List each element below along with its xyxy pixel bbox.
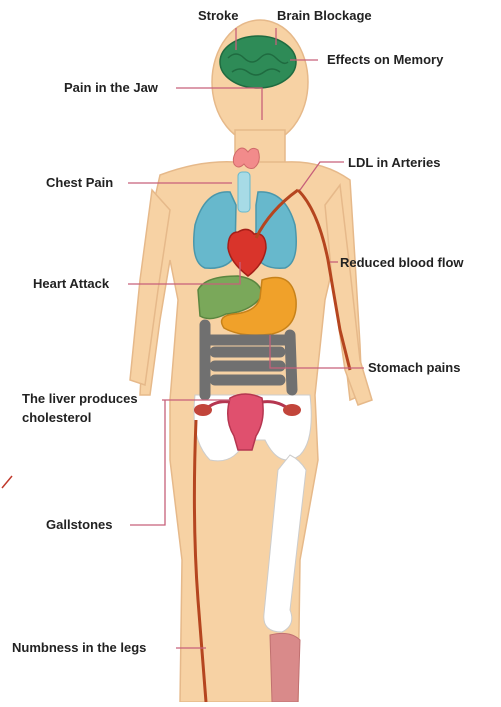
label-effects-on-memory: Effects on Memory [327,52,443,68]
label-stroke: Stroke [198,8,238,24]
label-pain-in-jaw: Pain in the Jaw [64,80,158,96]
label-liver-produces-cholesterol: The liver produces cholesterol [22,389,182,427]
brain [220,36,296,88]
label-chest-pain: Chest Pain [46,175,113,191]
label-heart-attack: Heart Attack [33,276,109,292]
label-numbness-in-legs: Numbness in the legs [12,640,146,656]
thyroid [233,148,259,169]
annotation-mark [2,476,12,488]
trachea [238,172,250,212]
label-ldl-in-arteries: LDL in Arteries [348,155,440,171]
label-reduced-blood-flow: Reduced blood flow [340,255,464,271]
leg-muscle [270,633,300,702]
label-stomach-pains: Stomach pains [368,360,460,376]
label-gallstones: Gallstones [46,517,112,533]
label-brain-blockage: Brain Blockage [277,8,372,24]
